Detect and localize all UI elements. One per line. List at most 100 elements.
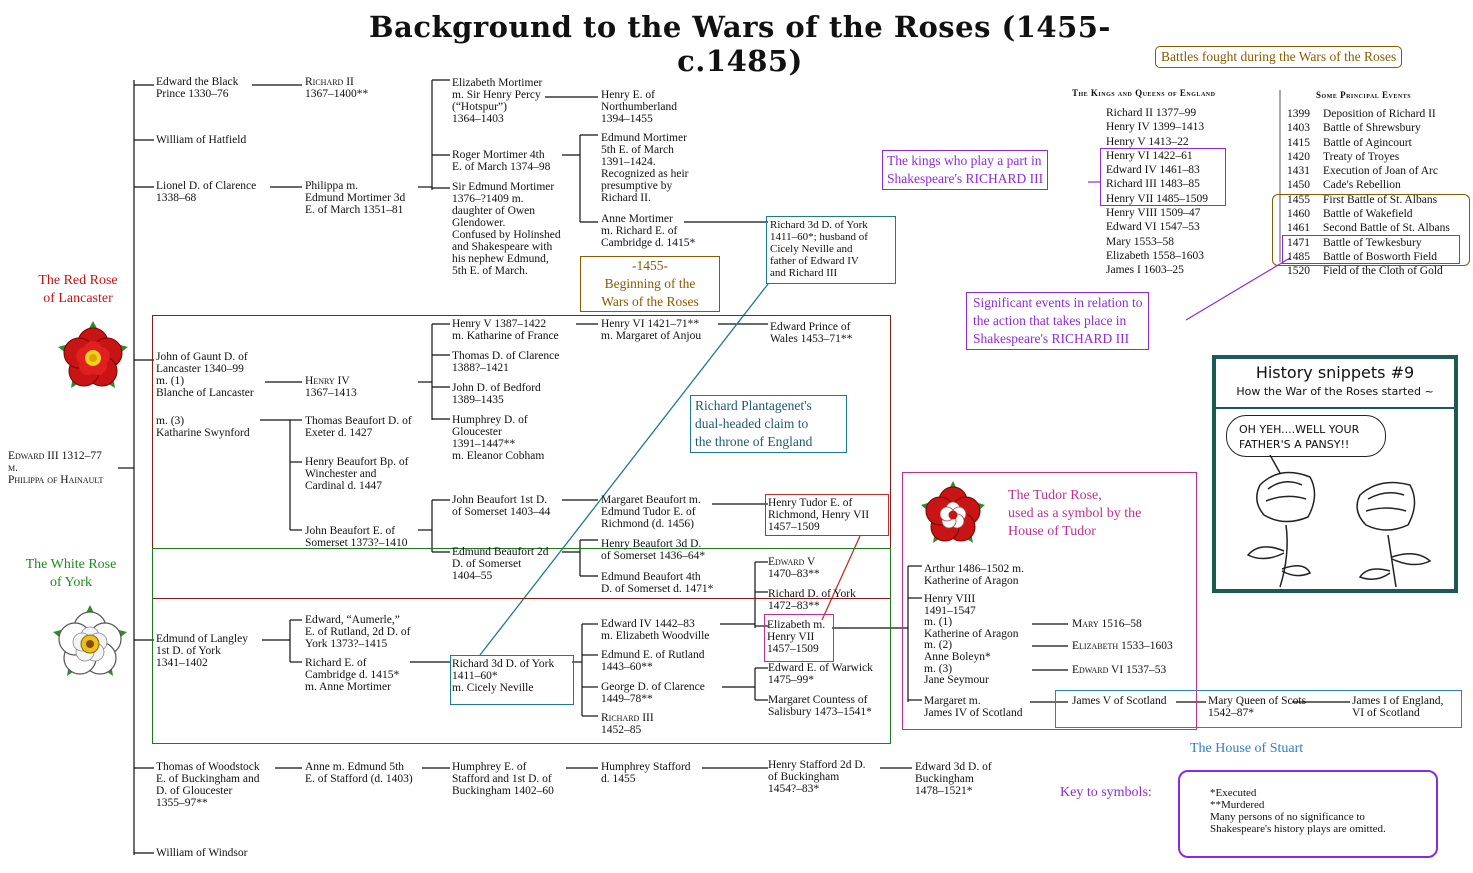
event-name: Battle of Bosworth Field: [1323, 250, 1438, 263]
person-henry-iv: Henry IV 1367–1413: [305, 375, 357, 399]
person-richard-york-top: Richard 3d D. of York 1411–60*; husband …: [770, 219, 868, 279]
person-james-i: James I of England, VI of Scotland: [1352, 695, 1444, 719]
comic-header: History snippets #9 How the War of the R…: [1216, 359, 1454, 409]
king-item: Edward IV 1461–83: [1106, 164, 1200, 177]
red-rose-icon: [58, 321, 128, 388]
king-item: Mary 1553–58: [1106, 235, 1175, 248]
event-year: 1450: [1287, 179, 1310, 192]
claim-box-top: [766, 216, 896, 284]
person-john-of-gaunt: John of Gaunt D. of Lancaster 1340–99 m.…: [156, 351, 254, 399]
speech-text: OH YEH....WELL YOUR FATHER'S A PANSY!!: [1239, 423, 1360, 451]
person-philippa: Philippa m. Edmund Mortimer 3d E. of Mar…: [305, 180, 406, 216]
person-thomas-woodstock: Thomas of Woodstock E. of Buckingham and…: [156, 761, 260, 809]
event-item: 1415 Battle of Agincourt: [1287, 136, 1450, 150]
king-item: Henry VIII 1509–47: [1106, 207, 1201, 220]
comic-title: History snippets #9: [1255, 363, 1415, 382]
person-richard-york-mid: Richard 3d D. of York 1411–60* m. Cicely…: [452, 658, 555, 694]
person-elizabeth-i: Elizabeth 1533–1603: [1072, 640, 1173, 652]
white-rose-icon: [53, 605, 127, 676]
person-edward-iv: Edward IV 1442–83 m. Elizabeth Woodville: [601, 618, 710, 642]
cartoon-roses-icon: [1246, 455, 1432, 588]
shakespeare-events-box: [1282, 235, 1460, 264]
event-name: First Battle of St. Albans: [1323, 193, 1438, 206]
person-arthur: Arthur 1486–1502 m. Katherine of Aragon: [924, 563, 1024, 587]
event-name: Field of the Cloth of Gold: [1323, 265, 1443, 278]
person-henry-beaufort-bishop: Henry Beaufort Bp. of Winchester and Car…: [305, 456, 409, 492]
person-edmund-langley: Edmund of Langley 1st D. of York 1341–14…: [156, 633, 248, 669]
dual-claim-label: Richard Plantagenet's dual-headed claim …: [690, 395, 847, 453]
person-edward-v: Edward V 1470–83**: [768, 556, 820, 580]
person-margaret-tudor: Margaret m. James IV of Scotland: [924, 695, 1023, 719]
event-item: 1520 Field of the Cloth of Gold: [1287, 264, 1450, 278]
king-item: Edward VI 1547–53: [1106, 221, 1200, 234]
king-item: Richard III 1483–85: [1106, 178, 1200, 191]
person-henry-v: Henry V 1387–1422 m. Katharine of France: [452, 318, 559, 342]
event-year: 1520: [1287, 265, 1310, 278]
person-richard-cambridge: Richard E. of Cambridge d. 1415* m. Anne…: [305, 657, 400, 693]
king-item: Henry IV 1399–1413: [1106, 121, 1205, 134]
event-name: Battle of Tewkesbury: [1323, 236, 1422, 249]
person-henry-viii: Henry VIII 1491–1547 m. (1) Katherine of…: [924, 593, 1019, 687]
person-william-windsor: William of Windsor: [156, 847, 248, 859]
event-year: 1460: [1287, 208, 1310, 221]
kings-part-label: The kings who play a part in Shakespeare…: [882, 150, 1049, 190]
person-edward-iii: Edward III 1312–77 m. Philippa of Hainau…: [8, 450, 104, 486]
king-item: Henry VII 1485–1509: [1106, 192, 1208, 205]
tudor-rose-label: The Tudor Rose, used as a symbol by the …: [1008, 488, 1142, 539]
person-richard-york-prince: Richard D. of York 1472–83**: [768, 588, 856, 612]
person-richard-iii: Richard III 1452–85: [601, 712, 654, 736]
key-box: [1178, 770, 1438, 858]
person-margaret-beaufort: Margaret Beaufort m. Edmund Tudor E. of …: [601, 494, 701, 530]
person-henry-beaufort-3d: Henry Beaufort 3d D. of Somerset 1436–64…: [601, 538, 706, 562]
person-james-v: James V of Scotland: [1072, 695, 1167, 707]
person-humphrey-stafford: Humphrey Stafford d. 1455: [601, 761, 691, 785]
event-item: 1455 First Battle of St. Albans: [1287, 193, 1450, 207]
person-henry-tudor: Henry Tudor E. of Richmond, Henry VII 14…: [768, 497, 870, 533]
person-humphrey-stafford-earl: Humphrey E. of Stafford and 1st D. of Bu…: [452, 761, 554, 797]
person-sir-edmund-mortimer: Sir Edmund Mortimer 1376–?1409 m. daught…: [452, 181, 561, 277]
elizabeth-york-box: [764, 614, 834, 662]
king-item: Henry V 1413–22: [1106, 135, 1189, 148]
kings-part-list-box: [1100, 148, 1226, 206]
tudor-rose-icon: [921, 481, 985, 543]
comic-panel: History snippets #9 How the War of the R…: [1212, 355, 1458, 593]
event-name: Second Battle of St. Albans: [1323, 222, 1450, 235]
event-name: Deposition of Richard II: [1323, 108, 1436, 120]
key-label: Key to symbols:: [1060, 785, 1152, 800]
claim-box-mid: [450, 655, 574, 705]
person-anne-stafford: Anne m. Edmund 5th E. of Stafford (d. 14…: [305, 761, 413, 785]
person-aumerle: Edward, “Aumerle,” E. of Rutland, 2d D. …: [305, 614, 411, 650]
event-name: Cade's Rebellion: [1323, 179, 1401, 192]
person-thomas-beaufort: Thomas Beaufort D. of Exeter d. 1427: [305, 415, 412, 439]
person-edward-vi: Edward VI 1537–53: [1072, 664, 1167, 676]
page-title: Background to the Wars of the Roses (145…: [369, 10, 1111, 78]
person-black-prince: Edward the Black Prince 1330–76: [156, 76, 239, 100]
person-humphrey-gloucester: Humphrey D. of Gloucester 1391–1447** m.…: [452, 414, 545, 462]
person-henry-vi: Henry VI 1421–71** m. Margaret of Anjou: [601, 318, 702, 342]
king-item: Richard II 1377–99: [1106, 107, 1197, 119]
stuart-label: The House of Stuart: [1190, 741, 1304, 756]
king-item: Elizabeth 1558–1603: [1106, 249, 1205, 262]
person-elizabeth-york: Elizabeth m. Henry VII 1457–1509: [767, 619, 826, 655]
king-item: James I 1603–25: [1106, 264, 1184, 277]
white-rose-label: The White Rose of York: [25, 557, 117, 590]
beginning-label: -1455- Beginning of the Wars of the Rose…: [580, 256, 720, 312]
battles-group-box: [1272, 194, 1470, 266]
person-edward-prince-wales: Edward Prince of Wales 1453–71**: [770, 321, 853, 345]
event-name: Battle of Agincourt: [1323, 136, 1412, 149]
person-roger-mortimer: Roger Mortimer 4th E. of March 1374–98: [452, 149, 551, 173]
comic-subtitle: How the War of the Roses started ~: [1236, 385, 1434, 398]
event-year: 1415: [1287, 136, 1310, 149]
tudor-box: [902, 472, 1197, 730]
york-box: [152, 548, 891, 744]
event-name: Treaty of Troyes: [1323, 150, 1400, 163]
event-year: 1455: [1287, 193, 1310, 206]
person-edward-warwick: Edward E. of Warwick 1475–99*: [768, 662, 873, 686]
person-george-clarence: George D. of Clarence 1449–78**: [601, 681, 705, 705]
